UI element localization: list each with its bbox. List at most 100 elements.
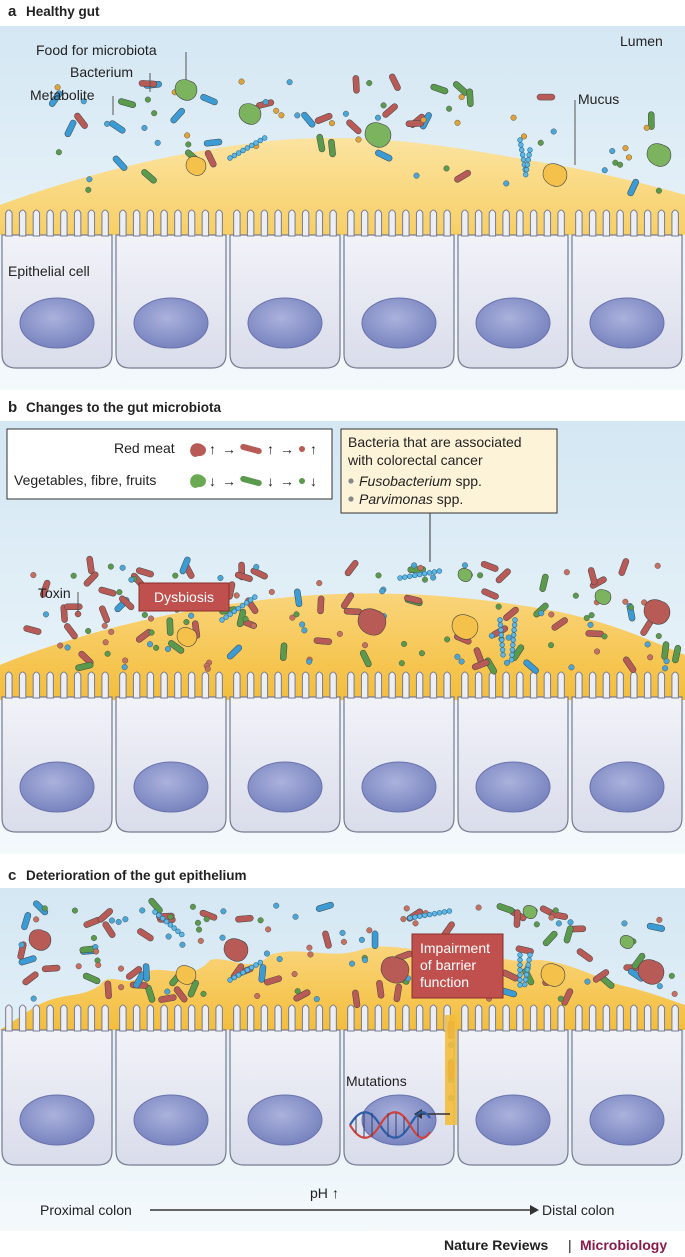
metabolite [362,642,369,649]
microvillus [516,1004,524,1032]
microvillus [233,209,241,237]
bacterial-chain [508,617,518,663]
microvillus [18,209,27,237]
metabolite [286,79,293,86]
microvillus [643,209,652,237]
bacterium [166,617,174,636]
bacterium [226,644,243,660]
arrow-right-icon: → [222,473,236,489]
microvillus [557,671,565,699]
microvillus [246,671,255,699]
microvillus [329,671,337,699]
bacterium [173,986,188,1003]
metabolite [292,913,299,920]
microvillus [671,209,679,237]
metabolite [336,630,343,637]
microvillus [557,1004,565,1032]
bacterium [301,111,316,128]
bacterium [513,909,521,928]
bacterium [585,630,604,638]
metabolite [55,149,62,156]
metabolite [403,905,410,912]
arrow-right-icon: → [280,441,294,457]
bacterium [405,120,425,128]
diet-row1-arrow2: ↑ [267,441,274,457]
food-particle [357,608,387,636]
diet-red-meat-label: Red meat [114,440,175,456]
metabolite [418,650,425,657]
bacterium [141,169,157,184]
metabolite [375,572,382,579]
metabolite [443,165,450,172]
panel-c-letter: c [8,867,16,884]
bacterium [623,656,637,673]
panel-b: b Changes to the gut microbiota Red meat… [0,399,685,854]
metabolite [141,611,148,618]
metabolite [362,957,369,964]
metabolite [41,905,48,912]
metabolite [313,996,320,1003]
bacterium [32,900,49,916]
microvillus [246,1004,255,1032]
metabolite [583,615,590,622]
microvillus [288,209,296,237]
distal-colon-label: Distal colon [542,1202,614,1218]
bacterium [618,558,630,576]
metabolite [30,572,37,579]
microvillus [443,671,451,699]
microvillus [288,1004,296,1032]
metabolite [71,907,78,914]
microvillus [461,671,469,699]
microvillus [187,1004,196,1032]
metabolite [488,632,495,639]
bacterium [258,964,267,983]
microvillus [502,671,510,699]
footer-subject: Microbiology [580,1237,667,1253]
metabolite [521,133,528,140]
crc-box-line2: with colorectal cancer [347,452,483,468]
microvillus [246,209,255,237]
bacterium [536,93,556,101]
microvillus [187,671,196,699]
microvillus [260,1004,269,1032]
microvillus [374,209,383,237]
microvillus [32,1004,41,1032]
microvillus [374,671,383,699]
metabolite [147,615,154,622]
metabolite [122,916,129,923]
bacterial-chain [227,959,264,983]
bacterial-chain [517,952,523,988]
microvillus [588,1004,597,1032]
bacterium [109,120,126,134]
microvillus [388,671,396,699]
microvillus [260,209,269,237]
diet-vegetables-label: Vegetables, fibre, fruits [14,472,156,488]
impairment-box [411,933,504,999]
microvillus [60,1004,68,1032]
microvillus [301,209,310,237]
microvillus [174,209,182,237]
food-label: Food for microbiota [36,42,157,58]
metabolite [654,562,661,569]
bacterium [430,83,449,95]
metabolite [118,965,125,972]
bacterium [41,964,61,973]
metabolite [108,917,115,924]
bacterium [466,88,474,108]
metabolite [164,988,171,995]
bacterium [64,119,77,138]
microvillus [160,1004,168,1032]
nucleus [247,1094,323,1146]
metabolite [64,644,71,651]
microvillus [502,1004,510,1032]
metabolite [30,995,37,1002]
metabolite [18,941,25,948]
metabolite [668,972,675,979]
metabolite [550,128,557,135]
microvillus [602,1004,611,1032]
metabolite [254,992,261,999]
metabolite [366,927,373,934]
bacterium [317,595,325,615]
metabolite [510,114,517,121]
bacterium [503,606,519,621]
